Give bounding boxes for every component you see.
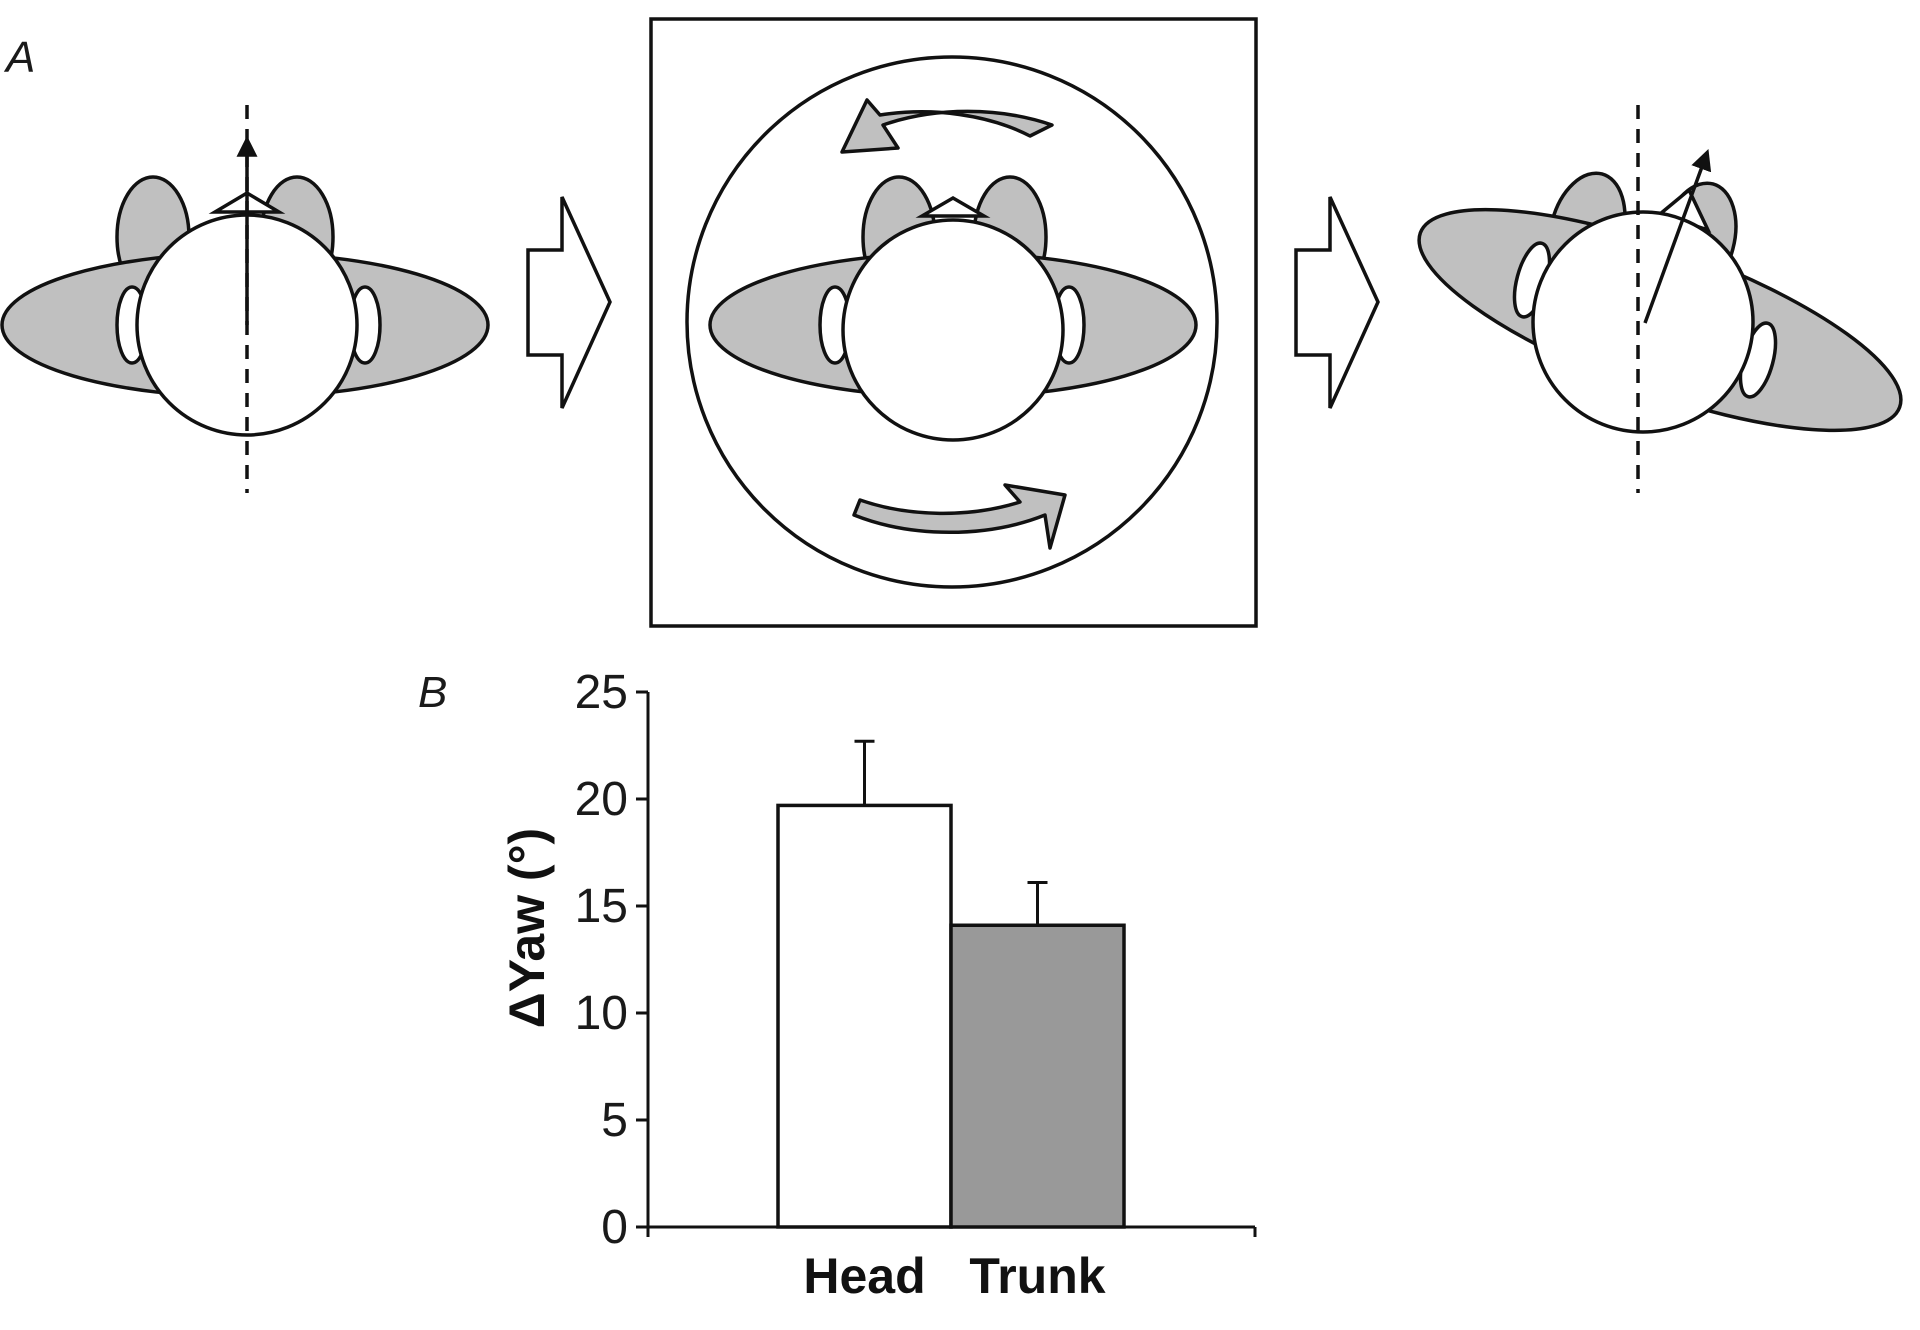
- bar-head: [776, 803, 953, 1229]
- nose: [915, 195, 991, 218]
- category-label-head: Head: [803, 1248, 925, 1304]
- head-circle: [1531, 210, 1755, 434]
- y-tick-label: 20: [575, 773, 628, 826]
- rotation-arrow-top: [840, 98, 1054, 154]
- y-tick-label: 15: [575, 880, 628, 933]
- bar-trunk: [949, 923, 1126, 1229]
- heading-arrow: [1643, 149, 1712, 324]
- subject-initial: [0, 105, 490, 493]
- transition-arrow-2: [1294, 196, 1380, 409]
- panel-a-label: A: [3, 33, 35, 82]
- category-label-trunk: Trunk: [969, 1248, 1105, 1304]
- y-tick-label: 0: [601, 1201, 628, 1254]
- panel-b-label: B: [418, 668, 447, 717]
- rotation-stimulus: [649, 17, 1258, 628]
- subject-rotated: [1417, 105, 1903, 493]
- head-circle: [841, 218, 1065, 442]
- y-tick-label: 5: [601, 1094, 628, 1147]
- y-tick-label: 10: [575, 987, 628, 1040]
- y-tick-label: 25: [575, 666, 628, 719]
- rotation-arrow-bottom: [852, 483, 1067, 550]
- transition-arrow-1: [526, 196, 612, 409]
- y-axis-label: ΔYaw (°): [499, 828, 555, 1028]
